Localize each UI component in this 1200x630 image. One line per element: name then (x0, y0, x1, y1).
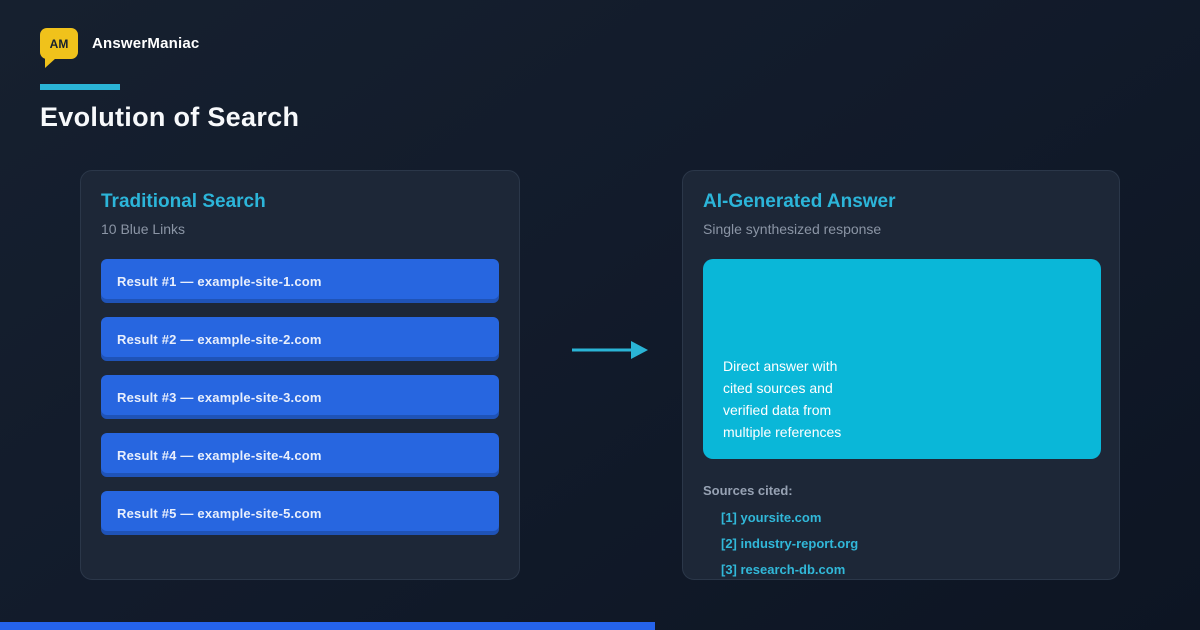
results-list: Result #1 — example-site-1.com Result #2… (101, 259, 499, 535)
brand-header: AM AnswerManiac (40, 28, 200, 68)
arrow-right-icon (570, 338, 650, 367)
page-title: Evolution of Search (40, 102, 300, 132)
accent-underline (40, 84, 120, 90)
source-link-2[interactable]: [2] industry-report.org (721, 536, 859, 551)
traditional-search-subtitle: 10 Blue Links (101, 221, 186, 237)
ai-answer-title: AI-Generated Answer (703, 191, 896, 212)
ai-answer-subtitle: Single synthesized response (703, 221, 882, 237)
result-link-4[interactable]: Result #4 — example-site-4.com (101, 433, 499, 477)
result-link-2[interactable]: Result #2 — example-site-2.com (101, 317, 499, 361)
result-link-3[interactable]: Result #3 — example-site-3.com (101, 375, 499, 419)
sources-cited-label: Sources cited: (703, 483, 793, 498)
brand-name: AnswerManiac (92, 35, 200, 52)
result-link-5[interactable]: Result #5 — example-site-5.com (101, 491, 499, 535)
result-link-2-label: Result #2 — example-site-2.com (117, 331, 322, 347)
result-link-5-label: Result #5 — example-site-5.com (117, 505, 322, 521)
source-link-3[interactable]: [3] research-db.com (721, 562, 846, 577)
source-link-1[interactable]: [1] yoursite.com (721, 510, 822, 525)
traditional-search-title: Traditional Search (101, 191, 266, 212)
logo-initials: AM (49, 36, 69, 51)
result-link-1-label: Result #1 — example-site-1.com (117, 273, 322, 289)
sources-list: [1] yoursite.com [2] industry-report.org… (703, 510, 1099, 577)
answer-text: Direct answer with cited sources and ver… (723, 358, 842, 440)
traditional-search-card: Traditional Search 10 Blue Links Result … (80, 170, 520, 580)
speech-bubble-logo-icon: AM (40, 28, 78, 68)
result-link-4-label: Result #4 — example-site-4.com (117, 447, 322, 463)
answer-box: Direct answer with cited sources and ver… (703, 259, 1101, 459)
result-link-1[interactable]: Result #1 — example-site-1.com (101, 259, 499, 303)
ai-answer-card: AI-Generated Answer Single synthesized r… (682, 170, 1120, 580)
result-link-3-label: Result #3 — example-site-3.com (117, 389, 322, 405)
footer-accent-bar (0, 622, 655, 630)
